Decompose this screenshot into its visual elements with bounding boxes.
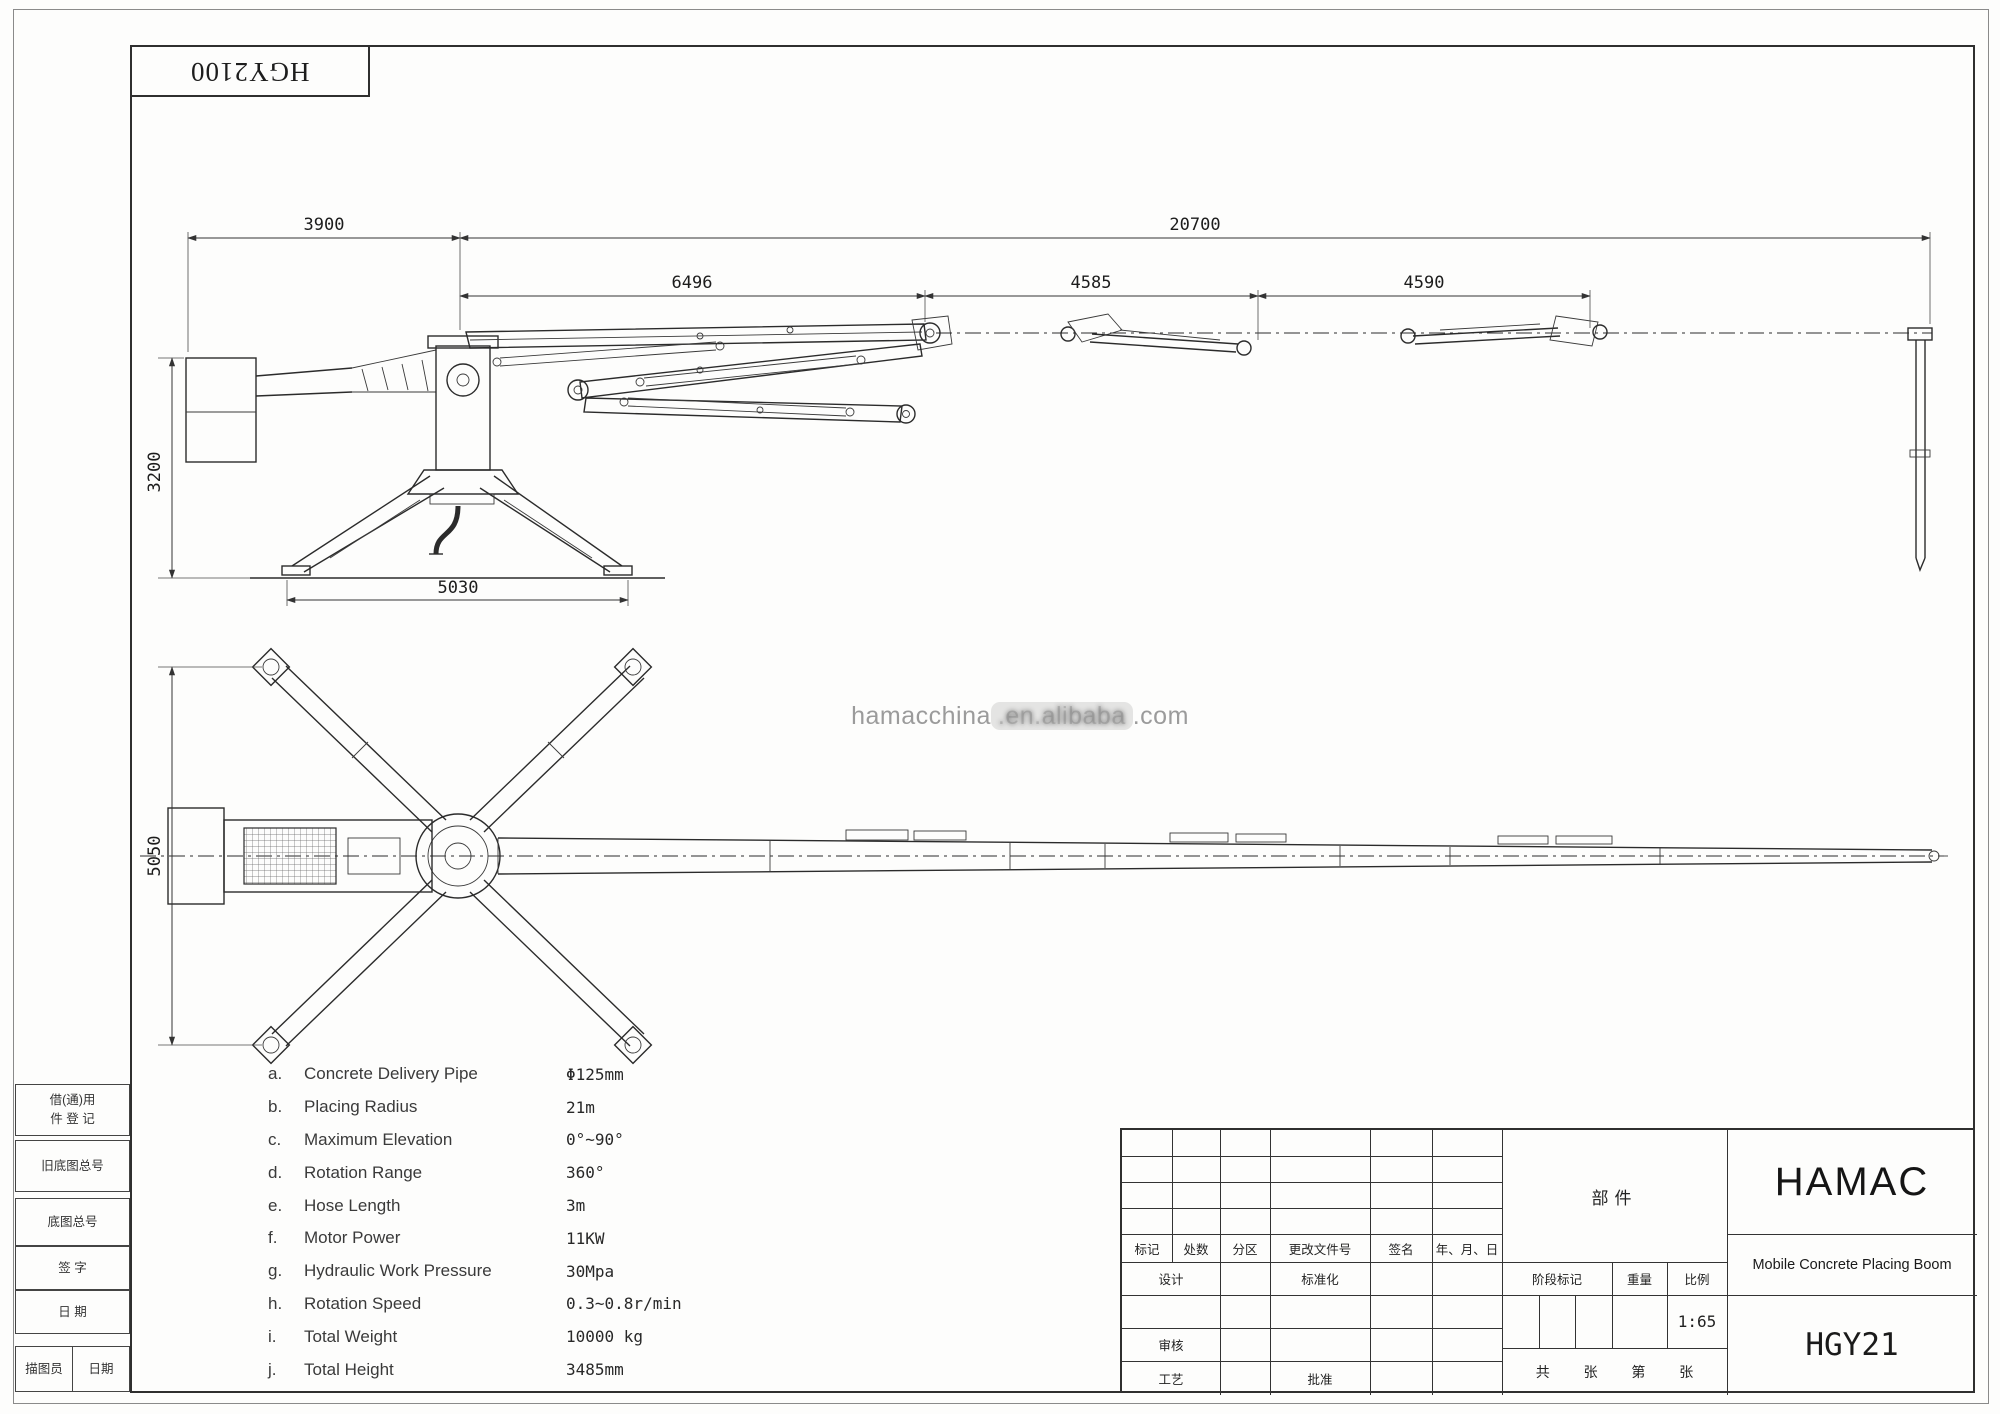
dimension-label: 20700 — [1169, 215, 1220, 235]
spec-id: d. — [268, 1162, 283, 1182]
stage-mark-header: 阶段标记 — [1531, 1273, 1582, 1287]
spec-label: Maximum Elevation — [304, 1129, 453, 1149]
spec-id: h. — [268, 1293, 283, 1313]
dimension-label: 4585 — [1071, 273, 1112, 293]
spec-row: d. Rotation Range 360° — [268, 1156, 682, 1189]
margin-box-reuse-record: 借(通)用 件 登 记 — [15, 1084, 130, 1136]
spec-value: 360° — [566, 1163, 605, 1183]
spec-label: Rotation Range — [304, 1162, 423, 1182]
spec-row: b. Placing Radius 21m — [268, 1091, 682, 1124]
spec-id: i. — [268, 1326, 277, 1346]
margin-label: 日期 — [72, 1347, 129, 1391]
watermark-blurred: .en.alibaba — [990, 702, 1133, 730]
margin-box-date: 日 期 — [15, 1290, 130, 1334]
watermark-prefix: hamacchina — [851, 702, 991, 730]
rev-col-count: 处数 — [1183, 1242, 1209, 1257]
spec-label: Hose Length — [304, 1195, 401, 1215]
role-design: 设计 — [1158, 1273, 1184, 1287]
spec-id: b. — [268, 1097, 283, 1117]
spec-label: Total Weight — [304, 1326, 398, 1346]
margin-label: 旧底图总号 — [41, 1158, 104, 1173]
spec-row: c. Maximum Elevation 0°~90° — [268, 1124, 682, 1157]
spec-id: c. — [268, 1129, 282, 1149]
spec-value: 10000 kg — [566, 1327, 644, 1347]
spec-value: Φ125mm — [566, 1064, 624, 1084]
spec-value: 0°~90° — [566, 1130, 624, 1150]
spec-id: f. — [268, 1228, 278, 1248]
role-check: 审核 — [1158, 1339, 1184, 1353]
margin-label: 底图总号 — [47, 1214, 98, 1229]
role-approve: 批准 — [1307, 1372, 1333, 1387]
margin-label: 签 字 — [58, 1260, 87, 1275]
dimension-label: 5050 — [145, 836, 165, 877]
part-label: 部件 — [1591, 1188, 1638, 1208]
dimension-label: 6496 — [672, 273, 713, 293]
scale-header: 比例 — [1684, 1273, 1710, 1287]
dimensions: 3900 20700 6496 4585 4590 3200 5030 5050 — [145, 215, 1931, 1046]
spec-label: Total Height — [304, 1359, 394, 1379]
margin-box-base-no: 底图总号 — [15, 1198, 130, 1246]
dimension-label: 3200 — [145, 452, 165, 493]
dimension-label: 4590 — [1404, 273, 1445, 293]
spec-list: a. Concrete Delivery Pipe Φ125mm b. Placing… — [268, 1058, 682, 1386]
spec-label: Rotation Speed — [304, 1293, 422, 1313]
spec-label: Motor Power — [304, 1228, 401, 1248]
company-name: HAMAC — [1774, 1159, 1930, 1204]
spec-row: h. Rotation Speed 0.3~0.8r/min — [268, 1288, 682, 1321]
spec-id: a. — [268, 1064, 283, 1084]
sheet-word: 张 — [1679, 1363, 1694, 1380]
margin-label: 借(通)用 — [49, 1093, 96, 1108]
side-view — [185, 313, 1933, 579]
spec-label: Placing Radius — [304, 1097, 418, 1117]
spec-row: g. Hydraulic Work Pressure 30Mpa — [268, 1255, 682, 1288]
spec-label: Concrete Delivery Pipe — [304, 1064, 478, 1084]
spec-id: g. — [268, 1261, 283, 1281]
margin-box-sign: 签 字 — [15, 1246, 130, 1290]
sheet-word: 共 — [1535, 1363, 1550, 1380]
spec-value: 3m — [566, 1196, 586, 1216]
watermark: hamacchina.en.alibaba.com — [790, 702, 1250, 731]
spec-row: a. Concrete Delivery Pipe Φ125mm — [268, 1058, 682, 1091]
sheet-word: 第 — [1631, 1363, 1646, 1380]
margin-label: 描图员 — [25, 1361, 63, 1376]
spec-row: i. Total Weight 10000 kg — [268, 1320, 682, 1353]
title-block: 标记 处数 分区 更改文件号 签名 年、月、日 设计 标准化 审核 工艺 批准 … — [1120, 1128, 1977, 1395]
watermark-suffix: .com — [1132, 702, 1189, 730]
plan-view — [140, 647, 1948, 1065]
product-name: Mobile Concrete Placing Boom — [1752, 1256, 1952, 1273]
margin-label: 日 期 — [58, 1304, 87, 1319]
scale-value: 1:65 — [1677, 1312, 1717, 1331]
rev-col-signature: 签名 — [1388, 1242, 1414, 1257]
spec-value: 3485mm — [566, 1360, 624, 1380]
margin-label: 件 登 记 — [50, 1112, 95, 1126]
spec-id: e. — [268, 1195, 283, 1215]
spec-id: j. — [268, 1359, 277, 1379]
spec-row: e. Hose Length 3m — [268, 1189, 682, 1222]
spec-label: Hydraulic Work Pressure — [304, 1261, 492, 1281]
dimension-label: 3900 — [304, 215, 345, 235]
sheet-count-row: 共 张 第 张 — [1502, 1348, 1727, 1395]
spec-row: j. Total Height 3485mm — [268, 1353, 682, 1386]
rev-col-docno: 更改文件号 — [1288, 1242, 1352, 1257]
rev-col-mark: 标记 — [1134, 1242, 1160, 1257]
sheet-inner-frame — [130, 45, 1975, 1393]
role-standardization: 标准化 — [1301, 1273, 1339, 1287]
spec-value: 0.3~0.8r/min — [566, 1294, 682, 1314]
role-process: 工艺 — [1158, 1372, 1184, 1387]
spec-value: 11KW — [566, 1228, 605, 1248]
weight-header: 重量 — [1626, 1273, 1652, 1287]
rev-col-zone: 分区 — [1232, 1242, 1258, 1257]
spec-value: 30Mpa — [566, 1261, 615, 1281]
margin-box-old-base-no: 旧底图总号 — [15, 1140, 130, 1192]
dimension-label: 5030 — [438, 578, 479, 598]
sheet-outer-border — [13, 9, 1989, 1404]
sheet-code-box: HGY2100 — [130, 45, 370, 97]
sheet-word: 张 — [1583, 1363, 1598, 1380]
spec-row: f. Motor Power 11KW — [268, 1222, 682, 1255]
model-number: HGY21 — [1805, 1327, 1899, 1363]
margin-box-tracer: 描图员 日期 — [15, 1346, 130, 1392]
spec-value: 21m — [566, 1097, 595, 1117]
rev-col-date: 年、月、日 — [1435, 1242, 1499, 1257]
